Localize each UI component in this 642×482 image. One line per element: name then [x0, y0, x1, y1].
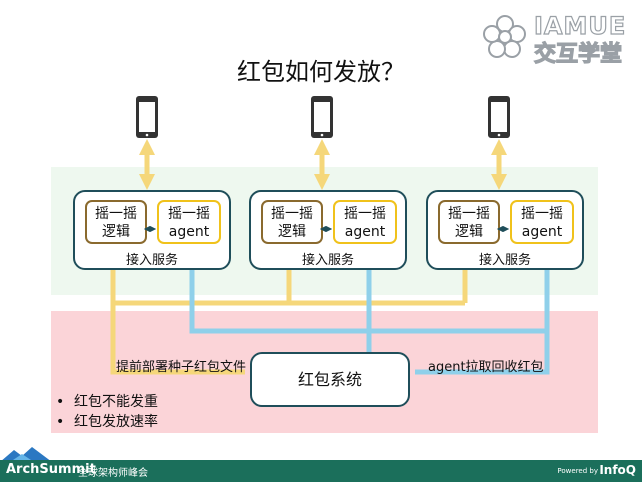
shake-logic-box: 摇一摇 逻辑 [438, 200, 500, 244]
brand-subtitle: 交互学堂 [533, 41, 623, 67]
conference-name: 全球架构师峰会 [78, 468, 148, 479]
page-title: 红包如何发放？ [237, 58, 405, 86]
phone-icon [311, 96, 333, 138]
shake-agent-box: 摇一摇 agent [333, 200, 397, 244]
recycle-label: agent拉取回收红包 [428, 360, 544, 375]
flower-logo-icon [483, 15, 526, 58]
access-service-label: 接入服务 [478, 253, 531, 268]
red-packet-system-box: 红包系统 [250, 352, 410, 407]
brand-logo: IAMUE 交互学堂 [482, 11, 632, 68]
infoq-logo: InfoQ [599, 463, 636, 477]
list-item: 红包发放速率 [56, 412, 158, 432]
access-service-label: 接入服务 [125, 253, 178, 268]
access-service-box: 摇一摇 逻辑 摇一摇 agent 接入服务 [73, 190, 231, 270]
brand-name: IAMUE [533, 11, 627, 40]
footer-bar: ArchSummit 全球架构师峰会 Powered by InfoQ [0, 460, 642, 482]
list-item: 红包不能发重 [56, 392, 158, 412]
access-service-label: 接入服务 [301, 253, 354, 268]
shake-agent-box: 摇一摇 agent [157, 200, 221, 244]
requirement-list: 红包不能发重 红包发放速率 [56, 392, 158, 432]
archsummit-logo: ArchSummit [6, 462, 96, 477]
phone-icon [136, 96, 158, 138]
powered-by-label: Powered by [557, 467, 598, 475]
phone-icon [488, 96, 510, 138]
seed-file-label: 提前部署种子红包文件 [116, 360, 247, 375]
shake-agent-box: 摇一摇 agent [510, 200, 574, 244]
shake-logic-box: 摇一摇 逻辑 [85, 200, 147, 244]
shake-logic-box: 摇一摇 逻辑 [261, 200, 323, 244]
